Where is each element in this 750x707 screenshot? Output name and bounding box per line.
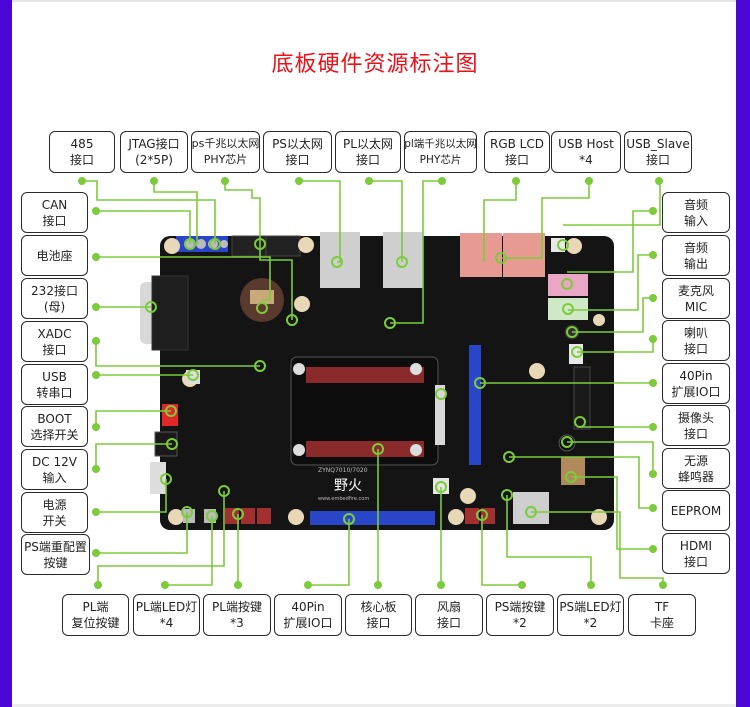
label-ps-leds: PS端LED灯*2 xyxy=(557,594,624,636)
label-fan-interface: 风扇接口 xyxy=(415,594,483,636)
board-brand-text: 野火 xyxy=(334,478,362,494)
usb-host-port-1 xyxy=(460,233,502,277)
core-board-connector-bottom xyxy=(306,441,424,457)
label-eeprom: EEPROM xyxy=(662,490,730,531)
usb-uart-port xyxy=(186,370,200,384)
bottom-40pin-header xyxy=(310,511,435,525)
left-frame-border xyxy=(0,0,12,707)
usb-host-port-2 xyxy=(503,233,545,277)
label-speaker-interface: 喇叭接口 xyxy=(662,320,730,361)
pl-ethernet-jack xyxy=(383,232,423,288)
core-board-connector-top xyxy=(306,367,424,383)
label-camera-interface: 摄像头接口 xyxy=(662,405,730,446)
label-rs232-interface: 232接口(母) xyxy=(21,278,88,319)
label-passive-buzzer: 无源蜂鸣器 xyxy=(662,448,730,489)
hdmi-connector xyxy=(561,457,585,485)
rgb-lcd-fpc xyxy=(435,385,445,445)
label-power-switch: 电源开关 xyxy=(21,492,88,533)
top-frame-border xyxy=(12,0,736,2)
audio-out-jack xyxy=(548,298,588,320)
label-pl-ethernet: PL以太网接口 xyxy=(335,131,401,173)
label-battery-holder: 电池座 xyxy=(21,235,88,276)
label-ps-ethernet: PS以太网接口 xyxy=(263,131,332,173)
label-anchor-dots xyxy=(78,177,667,589)
label-audio-input: 音频输入 xyxy=(662,192,730,233)
db9-connector xyxy=(151,275,189,351)
label-usb-host: USB Host*4 xyxy=(551,131,621,173)
label-audio-output: 音频输出 xyxy=(662,235,730,276)
audio-in-jack xyxy=(548,274,588,296)
label-ps-buttons: PS端按键*2 xyxy=(486,594,554,636)
board-model-text: ZYNQ7010/7020 xyxy=(318,467,368,474)
bottom-frame-border xyxy=(12,704,736,707)
right-40pin-header xyxy=(469,345,481,465)
power-switch xyxy=(150,462,166,494)
component-target-rings xyxy=(145,238,586,525)
label-pl-leds: PL端LED灯*4 xyxy=(133,594,200,636)
page-title: 底板硬件资源标注图 xyxy=(271,52,479,77)
label-pl-buttons: PL端按键*3 xyxy=(203,594,271,636)
right-frame-border xyxy=(736,0,750,707)
label-core-board-interface: 核心板接口 xyxy=(345,594,412,636)
label-jtag-interface: JTAG接口(2*5P) xyxy=(120,131,188,173)
label-pl-reset-button: PL端复位按键 xyxy=(62,594,129,636)
label-ps-reconfig-button: PS端重配置按键 xyxy=(21,534,90,575)
board-site-text: www.embedfire.com xyxy=(318,496,369,502)
